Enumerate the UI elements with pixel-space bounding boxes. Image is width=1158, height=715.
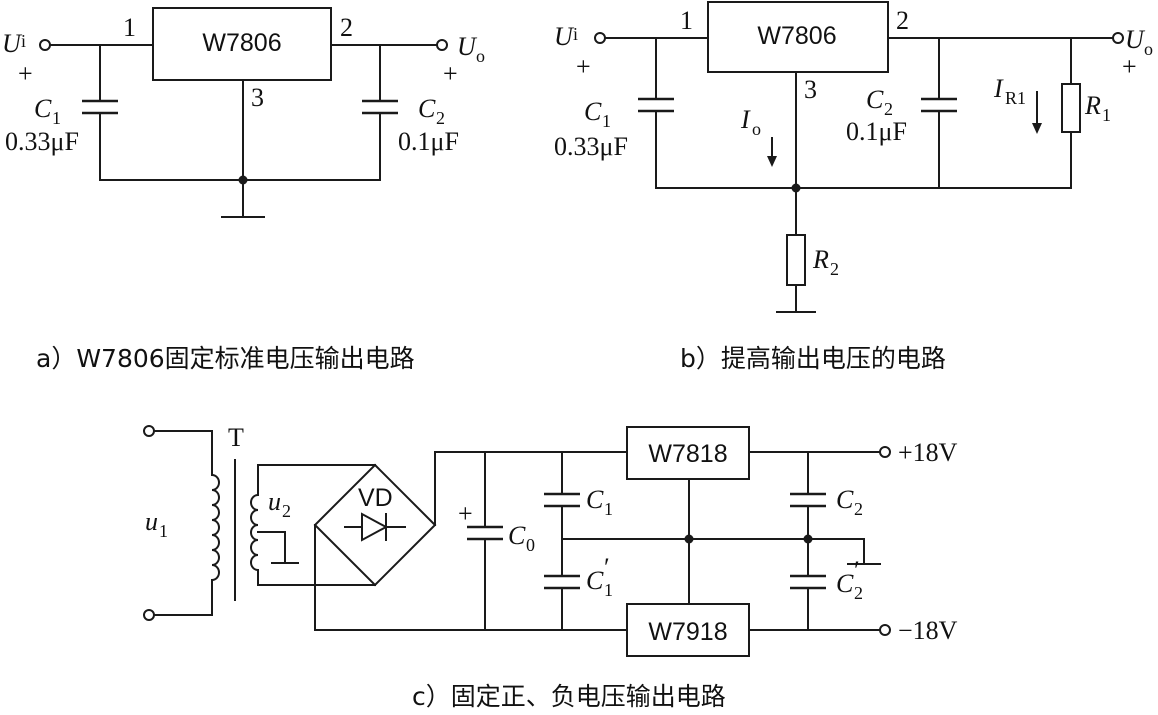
panel-c-primary-coil — [210, 473, 220, 582]
panel-c-c2-label: C — [836, 485, 854, 514]
panel-c-output-positive-label: +18V — [898, 438, 958, 467]
panel-c-c1p-label: C — [586, 566, 604, 595]
panel-a-regulator — [152, 7, 332, 81]
panel-c-diode-icon — [361, 512, 389, 542]
panel-c-c2p-sub: 2 — [854, 583, 863, 603]
panel-b-r1-sub: 1 — [1102, 105, 1111, 125]
panel-b-r2-resistor — [786, 234, 806, 286]
panel-c-c0-label: C — [508, 521, 526, 550]
panel-b-io-label: I — [740, 105, 751, 134]
panel-b-ir1-sub: R1 — [1005, 88, 1026, 108]
panel-b-pin2-label: 2 — [896, 6, 909, 35]
panel-b-circuit — [594, 1, 1124, 313]
panel-a-pin1-label: 1 — [123, 13, 136, 42]
panel-a-output-terminal — [436, 39, 448, 51]
panel-b-c1-value: 0.33μF — [554, 132, 628, 161]
panel-c-c1p-sub: 1 — [604, 580, 613, 600]
panel-b-io-sub: o — [752, 119, 761, 139]
panel-c-labels: T u 1 u 2 VD + C 0 C 1 C 1 ′ C 2 C 2 ′ W… — [145, 423, 958, 646]
panel-a-pin2-label: 2 — [340, 13, 353, 42]
panel-a-ui-plus: + — [18, 59, 33, 88]
panel-a-pin3-label: 3 — [251, 83, 264, 112]
panel-c-u1-sub: 1 — [159, 521, 168, 541]
panel-c-regulator-positive-label: W7818 — [648, 440, 727, 468]
panel-a-uo-plus: + — [443, 59, 458, 88]
panel-c-output-terminal-negative — [879, 624, 891, 636]
panel-b-r1-resistor — [1061, 83, 1081, 133]
panel-b-c1-sub: 1 — [602, 111, 611, 131]
panel-a-c1-sub: 1 — [52, 108, 61, 128]
panel-c-input-terminal-top — [143, 425, 155, 437]
panel-c-c0-plus: + — [458, 499, 473, 528]
panel-c-c2-sub: 2 — [854, 499, 863, 519]
panel-a-junction — [238, 175, 248, 185]
panel-b-output-terminal — [1112, 32, 1124, 44]
panel-b-uo-label: U — [1125, 25, 1146, 54]
panel-c-c0-sub: 0 — [526, 535, 535, 555]
panel-c-c2p-prime: ′ — [854, 556, 860, 585]
panel-c-c1-label: C — [586, 485, 604, 514]
panel-b-pin1-label: 1 — [680, 6, 693, 35]
panel-b-ui-label: U — [554, 22, 575, 51]
panel-a-regulator-label: W7806 — [202, 29, 281, 57]
panel-c-input-terminal-bottom — [143, 609, 155, 621]
panel-c-c2p-label: C — [836, 569, 854, 598]
panel-b-pin3-label: 3 — [804, 75, 817, 104]
panel-b-caption: b）提高输出电压的电路 — [680, 344, 946, 373]
panel-b-uo-sub: o — [1144, 39, 1153, 59]
panel-c-bridge-rectifier — [313, 463, 437, 587]
panel-b-junction — [791, 183, 801, 193]
panel-a-uo-label: U — [457, 32, 478, 61]
panel-b-ir1-label: I — [993, 74, 1004, 103]
panel-c-secondary-coil — [250, 493, 260, 572]
panel-a-caption: a）W7806固定标准电压输出电路 — [36, 344, 415, 373]
panel-c-regulator-negative-label: W7918 — [648, 618, 727, 646]
panel-c-c1p-prime: ′ — [604, 553, 610, 582]
panel-c-u2-label: u — [268, 487, 281, 516]
panel-b-ui-sub: i — [573, 24, 578, 44]
panel-c-bridge-label: VD — [358, 484, 393, 512]
panel-a-uo-sub: o — [476, 46, 485, 66]
panel-a-ui-label: U — [2, 29, 23, 58]
panel-b-labels: W7806 1 2 3 U i + U o + C 1 0.33μF C 2 0… — [554, 6, 1153, 279]
panel-b-regulator — [707, 1, 889, 73]
panel-a-c1-value: 0.33μF — [5, 127, 79, 156]
panel-b-c1-label: C — [584, 97, 602, 126]
panel-b-r2-sub: 2 — [830, 259, 839, 279]
panel-b-input-terminal — [594, 32, 606, 44]
panel-a-c2-label: C — [418, 94, 436, 123]
panel-b-r1-label: R — [1084, 91, 1101, 120]
panel-b-c2-value: 0.1μF — [846, 117, 907, 146]
panel-b-regulator-label: W7806 — [757, 22, 836, 50]
panel-a-c2-value: 0.1μF — [398, 127, 459, 156]
panel-c-output-negative-label: −18V — [898, 616, 958, 645]
panel-c-c1-sub: 1 — [604, 499, 613, 519]
panel-a-ui-sub: i — [21, 31, 26, 51]
panel-b-r2-label: R — [812, 245, 829, 274]
panel-b-ui-plus: + — [576, 52, 591, 81]
panel-c-output-terminal-positive — [879, 446, 891, 458]
panel-c-circuit — [143, 425, 891, 657]
panel-b-uo-plus: + — [1122, 52, 1137, 81]
panel-a-circuit — [39, 7, 448, 218]
panel-c-u1-label: u — [145, 507, 158, 536]
panel-a-c1-label: C — [34, 94, 52, 123]
panel-a-input-terminal — [39, 39, 51, 51]
panel-c-transformer-label: T — [228, 423, 244, 452]
panel-a-c2-sub: 2 — [436, 108, 445, 128]
panel-b-c2-sub: 2 — [884, 99, 893, 119]
panel-c-u2-sub: 2 — [282, 501, 291, 521]
panel-b-c2-label: C — [866, 85, 884, 114]
panel-c-regulator-negative — [626, 603, 750, 657]
panel-c-caption: c）固定正、负电压输出电路 — [412, 682, 726, 711]
panel-a-labels: W7806 1 2 3 U i + U o + C 1 0.33μF C 2 0… — [2, 13, 485, 156]
